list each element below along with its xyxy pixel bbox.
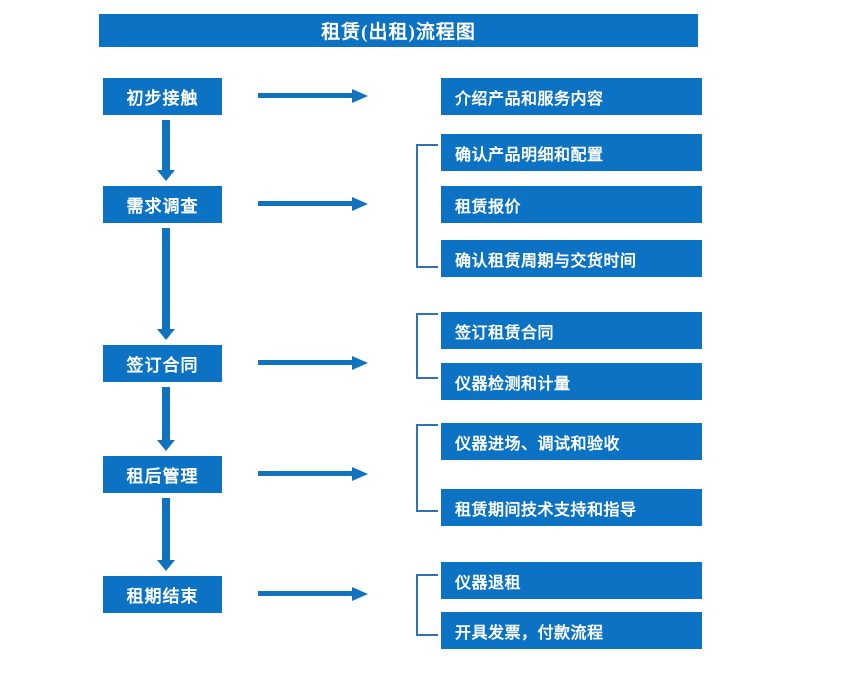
stage-box-2[interactable]: 需求调查 <box>103 186 222 223</box>
bracket-connector-3 <box>416 424 438 512</box>
vertical-arrow-2 <box>157 228 175 341</box>
detail-box-8[interactable]: 租赁期间技术支持和指导 <box>441 489 702 526</box>
detail-box-9[interactable]: 仪器退租 <box>441 562 702 599</box>
detail-box-3[interactable]: 租赁报价 <box>441 186 702 223</box>
detail-box-10[interactable]: 开具发票，付款流程 <box>441 612 702 649</box>
page-title: 租赁(出租)流程图 <box>99 14 698 47</box>
detail-box-2[interactable]: 确认产品明细和配置 <box>441 134 702 171</box>
bracket-connector-4 <box>416 574 438 636</box>
detail-box-7[interactable]: 仪器进场、调试和验收 <box>441 423 702 460</box>
detail-box-5[interactable]: 签订租赁合同 <box>441 312 702 349</box>
detail-box-1[interactable]: 介绍产品和服务内容 <box>441 78 702 115</box>
vertical-arrow-1 <box>157 120 175 182</box>
horizontal-arrow-1 <box>258 89 368 103</box>
detail-box-4[interactable]: 确认租赁周期与交货时间 <box>441 240 702 277</box>
detail-box-6[interactable]: 仪器检测和计量 <box>441 363 702 400</box>
bracket-connector-2 <box>416 313 438 379</box>
horizontal-arrow-4 <box>258 467 368 481</box>
horizontal-arrow-2 <box>258 197 368 211</box>
stage-box-3[interactable]: 签订合同 <box>103 345 222 382</box>
vertical-arrow-3 <box>157 387 175 452</box>
stage-box-5[interactable]: 租期结束 <box>103 576 222 613</box>
stage-box-4[interactable]: 租后管理 <box>103 456 222 493</box>
stage-box-1[interactable]: 初步接触 <box>103 78 222 115</box>
horizontal-arrow-5 <box>258 587 368 601</box>
bracket-connector-1 <box>416 144 438 268</box>
horizontal-arrow-3 <box>258 356 368 370</box>
vertical-arrow-4 <box>157 498 175 572</box>
